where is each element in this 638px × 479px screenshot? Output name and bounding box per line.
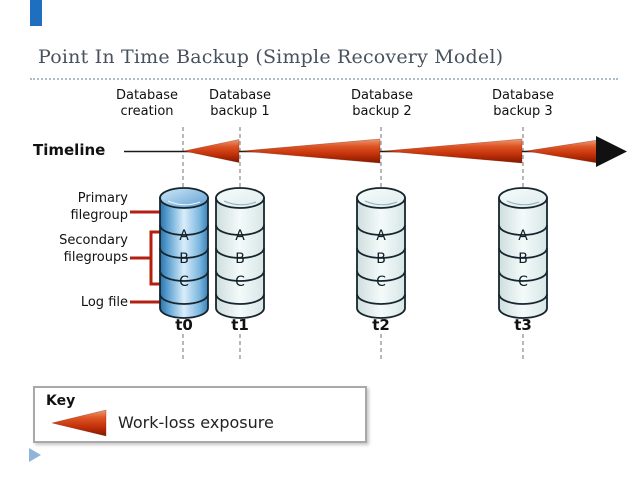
database-cylinder-t2 (356, 187, 406, 319)
cylinder-section-label: B (235, 251, 245, 267)
theme-accent-bar (30, 0, 42, 26)
event-label-database-creation: Database creation (115, 88, 179, 119)
cylinder-section-label: A (518, 228, 528, 244)
event-dashed-lines (182, 127, 524, 360)
cylinder-section-label: C (376, 274, 386, 290)
timeline-label: Timeline (33, 141, 106, 159)
work-loss-arrow-icon (51, 409, 107, 437)
key-box: Key Work-loss exposure (33, 386, 367, 443)
key-title: Key (46, 393, 76, 409)
cylinder-section-label: A (376, 228, 386, 244)
cylinder-section-label: B (179, 251, 189, 267)
cylinder-section-label: B (376, 251, 386, 267)
event-label-database-backup-1: Database backup 1 (208, 88, 272, 119)
title-divider (30, 78, 618, 80)
backup-timeline-diagram: Database creation Database backup 1 Data… (33, 88, 627, 360)
database-cylinder-t1 (215, 187, 265, 319)
secondary-filegroups-label: Secondary filegroups (59, 233, 128, 265)
key-item-label: Work-loss exposure (118, 413, 274, 432)
cylinder-section-label: A (179, 228, 189, 244)
database-cylinder-t0 (159, 187, 209, 319)
diagram-canvas (124, 127, 627, 360)
cylinder-section-label: C (518, 274, 528, 290)
cylinder-section-label: A (235, 228, 245, 244)
page-title: Point In Time Backup (Simple Recovery Mo… (38, 46, 504, 68)
time-label-t2: t2 (372, 316, 390, 334)
slide-bullet-triangle-icon (29, 448, 41, 462)
cylinder-section-label: C (235, 274, 245, 290)
event-label-database-backup-2: Database backup 2 (350, 88, 414, 119)
time-label-t0: t0 (175, 316, 193, 334)
log-file-label: Log file (80, 295, 128, 310)
time-label-t3: t3 (514, 316, 532, 334)
time-label-t1: t1 (231, 316, 249, 334)
primary-filegroup-label: Primary filegroup (70, 191, 128, 223)
cylinder-section-label: B (518, 251, 528, 267)
database-cylinder-t3 (498, 187, 548, 319)
event-label-database-backup-3: Database backup 3 (491, 88, 555, 119)
timeline-arrowhead-icon (596, 136, 627, 167)
cylinder-section-label: C (179, 274, 189, 290)
work-loss-arrow-icon (183, 138, 599, 164)
